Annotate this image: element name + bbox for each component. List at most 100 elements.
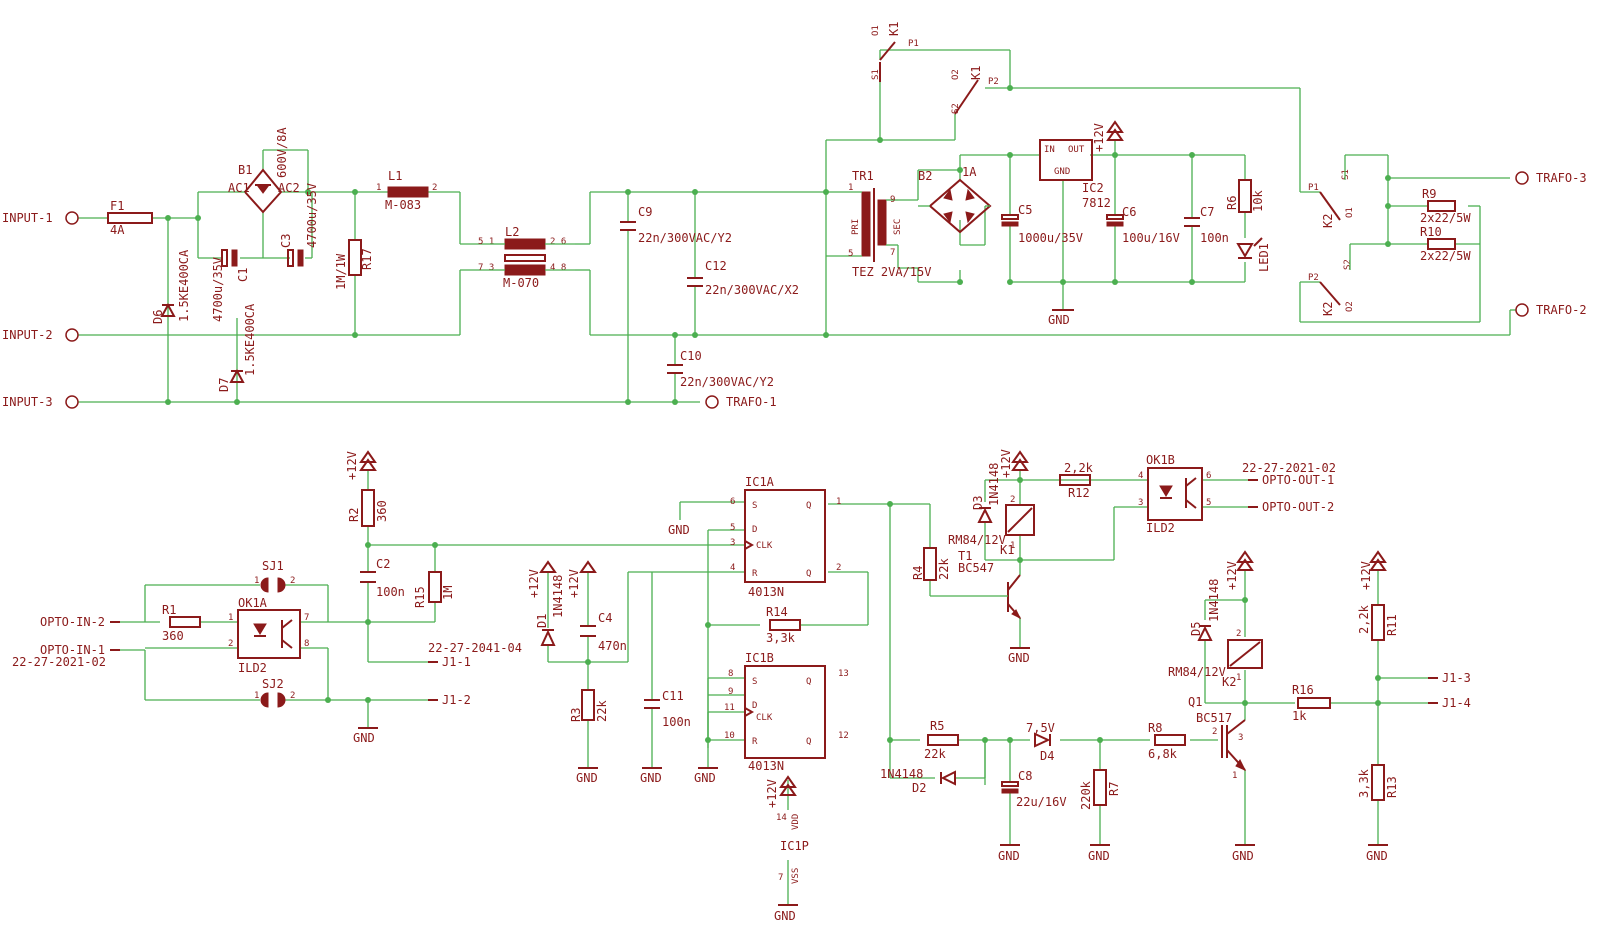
svg-text:+12V: +12V — [527, 569, 541, 598]
svg-text:TRAFO-2: TRAFO-2 — [1536, 303, 1587, 317]
svg-text:D2: D2 — [912, 781, 926, 795]
svg-text:J1-4: J1-4 — [1442, 696, 1471, 710]
svg-text:M-083: M-083 — [385, 198, 421, 212]
svg-text:8: 8 — [728, 669, 733, 679]
port-j1-4[interactable]: J1-4 — [1428, 696, 1471, 710]
svg-text:GND: GND — [1366, 849, 1388, 863]
resistor-R16: R16 1k — [1292, 683, 1331, 723]
svg-text:C6: C6 — [1122, 205, 1136, 219]
svg-text:6: 6 — [730, 497, 735, 507]
svg-text:Q: Q — [806, 501, 811, 511]
port-j1-3[interactable]: J1-3 — [1428, 671, 1471, 685]
svg-text:GND: GND — [1008, 651, 1030, 665]
svg-text:P2: P2 — [1308, 273, 1319, 283]
resistor-R10: R10 2x22/5W — [1420, 225, 1471, 263]
svg-text:OK1B: OK1B — [1146, 453, 1175, 467]
svg-text:C2: C2 — [376, 557, 390, 571]
svg-text:OPTO-IN-1: OPTO-IN-1 — [40, 643, 105, 657]
solder-jumper-SJ1[interactable]: SJ1 1 2 — [254, 559, 295, 593]
port-trafo-2[interactable]: TRAFO-2 — [1515, 303, 1587, 317]
svg-text:TRAFO-3: TRAFO-3 — [1536, 171, 1587, 185]
relay-coil-K1: 2 1 RM84/12V K1 — [948, 495, 1035, 557]
port-j1-1[interactable]: J1-1 22-27-2041-04 — [428, 641, 522, 669]
svg-text:22n/300VAC/X2: 22n/300VAC/X2 — [705, 283, 799, 297]
solder-jumper-SJ2[interactable]: SJ2 1 2 — [254, 677, 295, 708]
capacitor-C3: C3 4700u/35V — [279, 183, 319, 267]
svg-text:M-070: M-070 — [503, 276, 539, 290]
svg-text:K1: K1 — [887, 22, 901, 36]
svg-text:AC1: AC1 — [228, 181, 250, 195]
svg-text:7: 7 — [778, 873, 783, 883]
svg-text:P1: P1 — [1308, 183, 1319, 193]
port-opto-out-2[interactable]: OPTO-OUT-2 — [1248, 500, 1334, 514]
power-vcc-ic2: +12V — [1092, 120, 1124, 152]
svg-text:+12V: +12V — [567, 569, 581, 598]
ground-ic2: GND — [1048, 309, 1074, 327]
svg-text:GND: GND — [576, 771, 598, 785]
port-trafo-1[interactable]: TRAFO-1 — [705, 395, 777, 409]
optocoupler-OK1A: OK1A 1 2 7 8 ILD2 — [228, 596, 309, 675]
svg-text:C5: C5 — [1018, 203, 1032, 217]
port-j1-2[interactable]: J1-2 — [428, 693, 471, 707]
capacitor-C11: C11 100n — [644, 689, 691, 729]
svg-text:3: 3 — [730, 538, 735, 548]
port-input-1[interactable]: INPUT-1 — [2, 211, 79, 225]
svg-text:1.5KE400CA: 1.5KE400CA — [177, 249, 191, 322]
port-opto-in-1[interactable]: OPTO-IN-1 22-27-2021-02 — [12, 643, 120, 669]
port-opto-out-1[interactable]: OPTO-OUT-1 22-27-2021-02 — [1242, 461, 1336, 487]
port-opto-in-2[interactable]: OPTO-IN-2 — [40, 615, 120, 629]
svg-text:GND: GND — [694, 771, 716, 785]
svg-text:22k: 22k — [937, 558, 951, 580]
svg-text:R4: R4 — [911, 566, 925, 580]
svg-text:4013N: 4013N — [748, 759, 784, 773]
svg-text:D: D — [752, 701, 757, 711]
svg-text:8: 8 — [304, 639, 309, 649]
svg-text:PRI: PRI — [851, 219, 861, 235]
svg-text:10: 10 — [724, 731, 735, 741]
svg-text:2: 2 — [228, 639, 233, 649]
svg-text:C1: C1 — [236, 268, 250, 282]
svg-text:22k: 22k — [924, 747, 946, 761]
tvs-diode-D7: D7 1.5KE400CA — [217, 303, 257, 392]
diode-D3: D3 1N4148 — [971, 463, 1001, 523]
svg-text:ILD2: ILD2 — [238, 661, 267, 675]
svg-text:2 6: 2 6 — [550, 237, 566, 247]
svg-text:GND: GND — [353, 731, 375, 745]
svg-text:ILD2: ILD2 — [1146, 521, 1175, 535]
svg-text:6: 6 — [1206, 471, 1211, 481]
svg-text:D1: D1 — [535, 614, 549, 628]
svg-text:L2: L2 — [505, 225, 519, 239]
svg-text:BC547: BC547 — [958, 561, 994, 575]
svg-text:SJ1: SJ1 — [262, 559, 284, 573]
svg-text:7: 7 — [890, 248, 895, 258]
svg-text:R9: R9 — [1422, 187, 1436, 201]
power-vcc-c4: +12V — [567, 560, 597, 598]
bridge-B2: B2 1A — [918, 165, 992, 234]
svg-text:4700u/35V: 4700u/35V — [305, 183, 319, 248]
svg-text:2: 2 — [1212, 727, 1217, 737]
svg-text:SEC: SEC — [893, 219, 903, 235]
regulator-IC2: IN OUT GND IC2 7812 — [1039, 139, 1111, 210]
svg-text:RM84/12V: RM84/12V — [1168, 665, 1226, 679]
svg-text:R16: R16 — [1292, 683, 1314, 697]
svg-text:INPUT-2: INPUT-2 — [2, 328, 53, 342]
svg-text:C10: C10 — [680, 349, 702, 363]
svg-text:100n: 100n — [1200, 231, 1229, 245]
port-input-3[interactable]: INPUT-3 — [2, 395, 79, 409]
svg-text:S1: S1 — [871, 69, 881, 80]
svg-text:F1: F1 — [110, 199, 124, 213]
resistor-R8: R8 6,8k — [1148, 721, 1186, 761]
svg-text:VSS: VSS — [791, 868, 801, 884]
diode-D1: D1 1N4148 — [535, 575, 565, 646]
svg-text:SJ2: SJ2 — [262, 677, 284, 691]
svg-text:+12V: +12V — [999, 449, 1013, 478]
port-input-2[interactable]: INPUT-2 — [2, 328, 79, 342]
port-trafo-3[interactable]: TRAFO-3 — [1515, 171, 1587, 185]
svg-text:2: 2 — [1236, 629, 1241, 639]
svg-text:100n: 100n — [376, 585, 405, 599]
svg-text:5: 5 — [848, 249, 853, 259]
svg-text:OK1A: OK1A — [238, 596, 268, 610]
svg-text:R13: R13 — [1385, 776, 1399, 798]
svg-text:6,8k: 6,8k — [1148, 747, 1178, 761]
svg-text:4 8: 4 8 — [550, 263, 566, 273]
